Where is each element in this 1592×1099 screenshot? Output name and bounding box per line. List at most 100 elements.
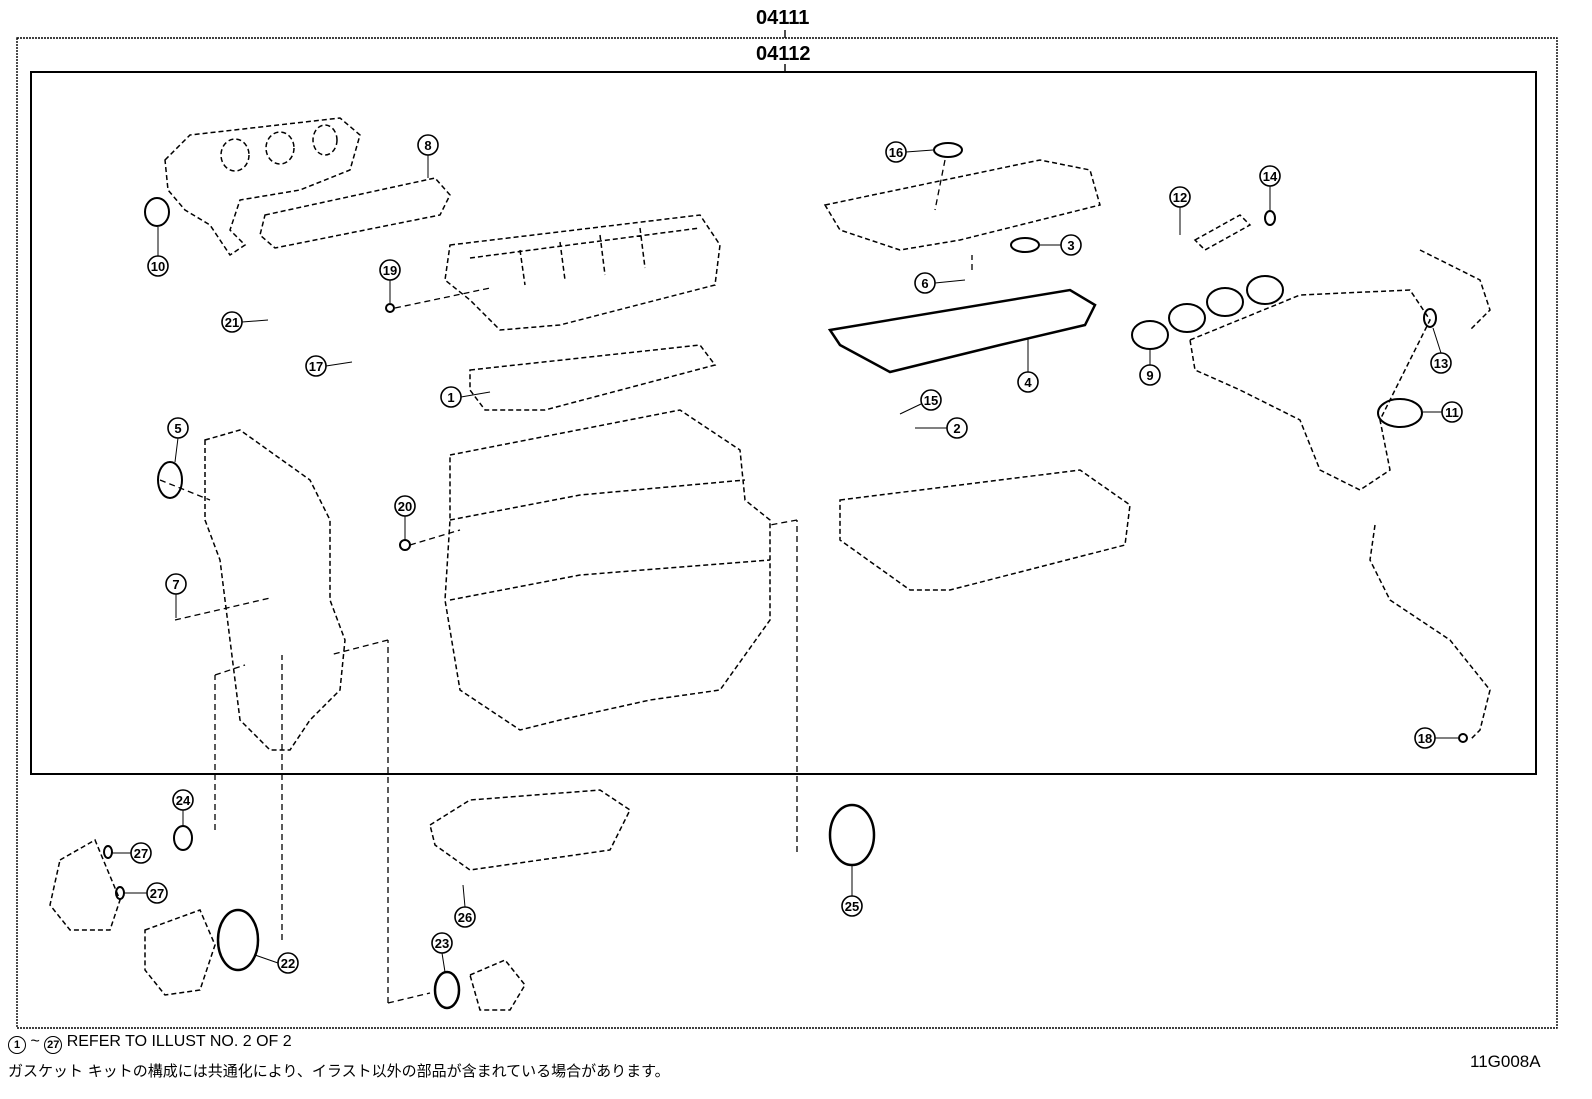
engine-block [444,409,771,731]
callout-19: 19 [379,259,401,303]
gasket-22 [216,908,260,972]
svg-text:11: 11 [1445,405,1459,420]
inner-kit-code: 04112 [756,43,811,65]
camshaft-bearing-cap [839,469,1131,591]
svg-text:25: 25 [845,899,859,914]
cylinder-head-cover [823,159,1101,251]
oil-seal-24 [173,825,193,851]
exhaust-manifold-gasket [259,177,451,249]
gasket-3 [1010,237,1040,253]
callout-13: 13 [1430,327,1452,374]
range-tilde: ~ [30,1033,40,1050]
o-ring-19 [385,303,395,313]
o-ring-14 [1264,210,1276,226]
svg-text:2: 2 [953,421,960,436]
refer-text: REFER TO ILLUST NO. 2 OF 2 [66,1033,292,1050]
callout-1: 1 [440,386,491,408]
svg-text:27: 27 [134,846,148,861]
svg-text:1: 1 [447,390,454,405]
svg-text:9: 9 [1146,368,1153,383]
callout-18: 18 [1414,727,1458,749]
callout-26: 26 [454,884,476,928]
svg-text:5: 5 [174,421,181,436]
callout-21: 21 [221,311,269,333]
svg-text:7: 7 [172,577,179,592]
gasket-16 [933,142,963,158]
range-start-marker: 1 [8,1036,26,1054]
svg-text:27: 27 [150,886,164,901]
water-inlet [1419,249,1491,331]
callout-16: 16 [885,141,934,163]
head-cover-gasket [827,288,1097,374]
callout-4: 4 [1017,338,1039,393]
svg-text:4: 4 [1024,375,1032,390]
callout-23: 23 [431,932,453,973]
svg-text:21: 21 [225,315,239,330]
seal-13 [1423,308,1437,328]
svg-text:12: 12 [1173,190,1187,205]
outer-kit-code: 04111 [756,7,810,29]
callout-11: 11 [1423,401,1463,423]
water-inlet-housing [469,959,526,1011]
svg-text:24: 24 [176,793,191,808]
callout-24: 24 [172,789,194,826]
oil-level-gauge-guide [1369,524,1491,741]
fuel-injector [1193,214,1252,251]
o-ring-23 [433,970,461,1010]
o-ring-27a [103,845,113,859]
svg-text:22: 22 [281,956,295,971]
svg-text:19: 19 [383,263,397,278]
callout-22: 22 [254,952,299,974]
oil-seal-25 [828,803,876,867]
oil-pan [429,789,631,871]
svg-text:23: 23 [435,936,449,951]
cylinder-head [444,214,721,331]
range-end-marker: 27 [44,1036,63,1054]
callout-markers: 1 2 3 4 5 6 7 8 9 10 11 12 13 14 15 16 1… [112,134,1463,974]
svg-text:14: 14 [1263,169,1278,184]
svg-text:10: 10 [151,259,165,274]
callout-3: 3 [1040,234,1082,256]
illustration-id: 11G008A [1470,1052,1541,1071]
svg-text:15: 15 [924,393,938,408]
gasket-11 [1377,398,1423,428]
timing-chain-cover [204,429,346,751]
oil-seal-10 [144,197,170,227]
intake-manifold-gasket [1131,275,1284,350]
callout-20: 20 [394,495,416,540]
svg-text:8: 8 [424,138,431,153]
gasket-5 [157,461,183,499]
callout-25: 25 [841,865,863,917]
callout-17: 17 [305,355,353,377]
head-gasket [469,344,717,411]
callout-27b: 27 [124,882,168,904]
callout-15: 15 [899,389,942,415]
outer-kit-frame [16,37,1558,1029]
callout-10: 10 [147,227,169,277]
refer-note: 1 ~ 27 REFER TO ILLUST NO. 2 OF 2 [8,1033,292,1054]
callout-2: 2 [915,417,968,439]
callout-7: 7 [165,573,187,618]
intake-manifold [1189,289,1431,491]
gasket-kit-note: ガスケット キットの構成には共通化により、イラスト以外の部品が含まれている場合が… [8,1062,670,1080]
exhaust-manifold [164,117,361,257]
svg-text:26: 26 [458,910,472,925]
svg-text:3: 3 [1067,238,1074,253]
o-ring-20 [399,539,411,551]
svg-text:13: 13 [1434,356,1448,371]
callout-5: 5 [167,417,189,463]
callout-27a: 27 [112,842,152,864]
callout-9: 9 [1139,350,1161,386]
o-ring-18 [1458,733,1468,743]
water-pump [144,909,216,996]
water-outlet [49,838,121,931]
svg-text:18: 18 [1418,731,1432,746]
svg-text:17: 17 [309,359,323,374]
callout-8: 8 [417,134,439,178]
inner-kit-frame [30,71,1537,775]
svg-text:20: 20 [398,499,412,514]
callout-6: 6 [914,272,966,294]
svg-text:6: 6 [921,276,928,291]
callout-14: 14 [1259,165,1281,210]
